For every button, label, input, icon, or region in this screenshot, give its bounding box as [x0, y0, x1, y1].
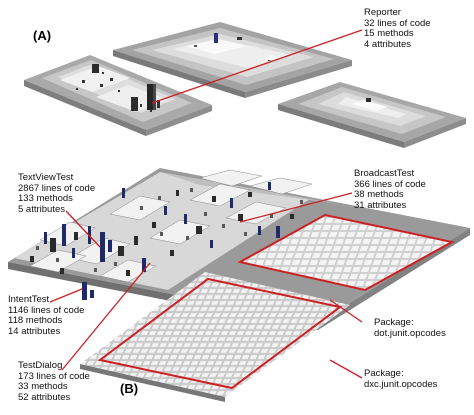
district-a-right	[278, 82, 466, 148]
broadcasttest-annotation: BroadcastTest 366 lines of code 38 metho…	[354, 168, 426, 211]
intenttest-annotation: IntentTest 1146 lines of code 118 method…	[8, 294, 85, 337]
panel-label-a: (A)	[33, 28, 52, 43]
testdialog-name: TestDialog	[18, 360, 63, 371]
package-dxc-annotation: Package: dxc.junit.opcodes	[364, 368, 438, 390]
city-b	[8, 168, 470, 402]
testdialog-lines: 173 lines of code	[18, 370, 90, 382]
reporter-lines: 32 lines of code	[364, 17, 431, 29]
intenttest-name: IntentTest	[8, 294, 50, 305]
broadcasttest-lines: 366 lines of code	[354, 178, 426, 190]
textviewtest-leader-line	[65, 210, 101, 248]
package-dxc-label: Package:	[364, 368, 404, 379]
textviewtest-name: TextViewTest	[18, 172, 74, 183]
reporter-name: Reporter	[364, 7, 401, 18]
testdialog-attributes: 52 attributes	[18, 391, 71, 403]
textviewtest-annotation: TextViewTest 2867 lines of code 133 meth…	[18, 172, 96, 215]
intenttest-lines: 1146 lines of code	[8, 304, 85, 316]
broadcasttest-attributes: 31 attributes	[354, 199, 407, 211]
testdialog-methods: 33 methods	[18, 381, 68, 392]
intenttest-methods: 118 methods	[8, 315, 63, 326]
testdialog-leader-line	[61, 262, 151, 371]
broadcasttest-methods: 38 methods	[354, 189, 404, 200]
package-dot-label: Package:	[374, 317, 414, 328]
textviewtest-lines: 2867 lines of code	[18, 182, 96, 194]
package-dxc-name: dxc.junit.opcodes	[364, 378, 438, 390]
reporter-attributes: 4 attributes	[364, 38, 411, 50]
district-a-center	[113, 22, 352, 98]
testdialog-annotation: TestDialog 173 lines of code 33 methods …	[18, 360, 90, 403]
broadcasttest-leader-line	[239, 192, 353, 223]
district-a-left	[24, 55, 212, 136]
intenttest-leader-line	[49, 288, 83, 303]
reporter-annotation: Reporter 32 lines of code 15 methods 4 a…	[364, 7, 431, 50]
leader-lines	[49, 29, 363, 379]
package-dot-annotation: Package: dot.junit.opcodes	[374, 317, 446, 339]
broadcasttest-name: BroadcastTest	[354, 168, 415, 179]
reporter-leader-line	[151, 29, 363, 104]
package-dot-leader-line	[329, 299, 363, 323]
panel-label-b: (B)	[120, 381, 139, 396]
textviewtest-methods: 133 methods	[18, 193, 73, 204]
reporter-methods: 15 methods	[364, 28, 414, 39]
textviewtest-attributes: 5 attributes	[18, 203, 65, 215]
intenttest-attributes: 14 attributes	[8, 325, 61, 337]
package-dxc-leader-line	[329, 359, 363, 379]
package-dot-name: dot.junit.opcodes	[374, 327, 446, 339]
